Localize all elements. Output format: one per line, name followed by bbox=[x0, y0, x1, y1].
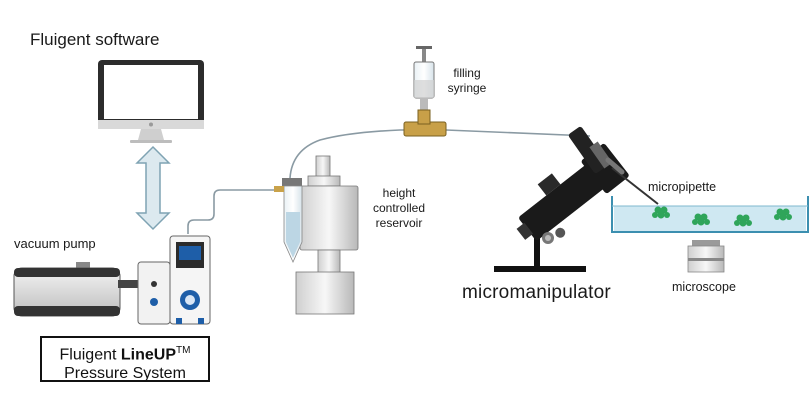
cell-cluster-icon bbox=[652, 206, 670, 219]
tube-syringe-to-manipulator bbox=[445, 129, 591, 137]
lineup-label-box: Fluigent LineUPTM Pressure System bbox=[40, 336, 210, 382]
pipette-holder-icon bbox=[605, 157, 625, 175]
syringe-label: filling syringe bbox=[438, 66, 496, 96]
reservoir-label-line1: height bbox=[382, 186, 416, 200]
reservoir-label-line2: controlled bbox=[372, 201, 426, 215]
microscope-label: microscope bbox=[672, 280, 736, 294]
monitor-icon bbox=[98, 60, 204, 143]
vacuum-pump-icon bbox=[13, 262, 142, 317]
double-arrow-icon bbox=[135, 145, 171, 231]
reservoir-label: height controlled reservoir bbox=[364, 186, 434, 231]
vacuum-pump-label: vacuum pump bbox=[14, 236, 96, 251]
reservoir-label-line3: reservoir bbox=[375, 216, 423, 230]
cell-cluster-icon bbox=[692, 213, 710, 226]
lineup-prefix: Fluigent bbox=[59, 346, 121, 364]
cell-cluster-icon bbox=[734, 214, 752, 227]
lineup-pressure-system-icon bbox=[137, 235, 211, 325]
software-label: Fluigent software bbox=[30, 30, 160, 49]
micropipette-label: micropipette bbox=[648, 180, 717, 194]
syringe-label-line1: filling bbox=[453, 66, 481, 80]
lineup-suffix: Pressure System bbox=[64, 365, 186, 383]
micromanipulator-icon bbox=[494, 126, 629, 272]
cell-cluster-icon bbox=[774, 208, 792, 221]
filling-syringe-icon bbox=[403, 46, 447, 137]
reservoir-stand-icon bbox=[274, 155, 359, 315]
micropipette-icon bbox=[611, 167, 659, 205]
lineup-brand: LineUP bbox=[120, 346, 177, 364]
cell-clusters bbox=[652, 206, 792, 227]
microscope-objective-icon bbox=[687, 240, 725, 273]
micromanipulator-label: micromanipulator bbox=[462, 282, 611, 303]
tube-reservoir-to-syringe bbox=[289, 129, 404, 179]
tubing bbox=[187, 129, 591, 234]
lineup-tm: TM bbox=[176, 345, 191, 356]
syringe-label-line2: syringe bbox=[447, 81, 487, 95]
tube-pressure-to-reservoir bbox=[187, 189, 278, 234]
